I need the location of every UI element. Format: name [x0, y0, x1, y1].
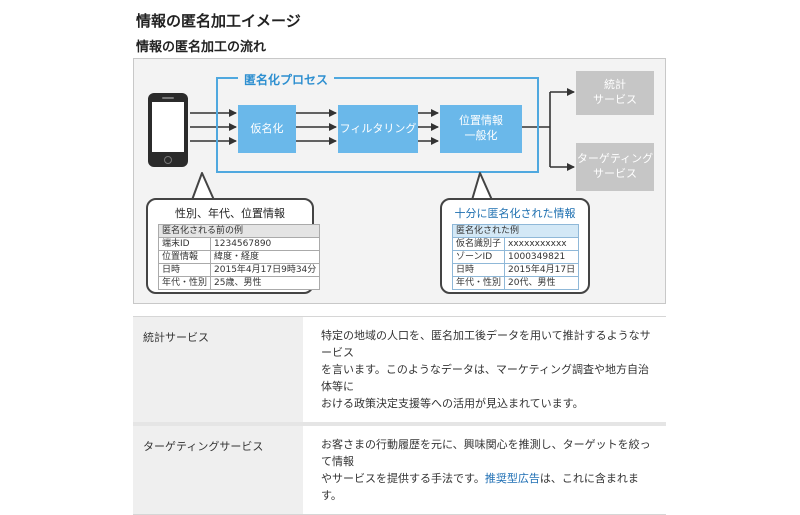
table-row: ターゲティングサービス お客さまの行動履歴を元に、興味関心を推測し、ターゲットを… [133, 422, 666, 515]
phone-speaker [162, 97, 174, 99]
output-statistics-service: 統計 サービス [576, 71, 654, 115]
page-title: 情報の匿名加工イメージ [136, 12, 301, 30]
service-desc-targeting: お客さまの行動履歴を元に、興味関心を推測し、ターゲットを絞って情報 やサービスを… [303, 422, 666, 515]
service-description-table: 統計サービス 特定の地域の人口を、匿名加工後データを用いて推計するようなサービス… [133, 316, 666, 515]
flow-arrows [190, 88, 575, 171]
output-targeting-service: ターゲティング サービス [576, 143, 654, 191]
phone-screen [152, 102, 184, 152]
process-label: 匿名化プロセス [238, 71, 335, 88]
service-name-targeting: ターゲティングサービス [133, 422, 303, 515]
step-pseudonymization: 仮名化 [238, 105, 296, 153]
page-subtitle: 情報の匿名加工の流れ [136, 40, 267, 55]
table-row: 統計サービス 特定の地域の人口を、匿名加工後データを用いて推計するようなサービス… [133, 316, 666, 425]
after-bubble-title: 十分に匿名化された情報 [454, 207, 576, 220]
table-row: 位置情報緯度・経度 [157, 250, 321, 264]
step-location-generalization: 位置情報 一般化 [440, 105, 522, 153]
step-filtering: フィルタリング [338, 105, 418, 153]
anonymization-process-frame [216, 77, 539, 173]
anonymization-flow-diagram: 匿名化プロセス 仮名化 フィルタリング 位置情報 一般化 統計 サービス ターゲ… [133, 58, 666, 304]
after-table-caption: 匿名化された例 [451, 224, 580, 238]
before-table-caption: 匿名化される前の例 [157, 224, 321, 238]
smartphone-icon [148, 93, 188, 167]
recommended-ads-link[interactable]: 推奨型広告 [484, 472, 540, 486]
phone-home-button [164, 156, 172, 164]
before-bubble-title: 性別、年代、位置情報 [175, 207, 285, 220]
service-name-statistics: 統計サービス [133, 316, 303, 425]
service-desc-statistics: 特定の地域の人口を、匿名加工後データを用いて推計するようなサービス を言います。… [303, 316, 666, 425]
